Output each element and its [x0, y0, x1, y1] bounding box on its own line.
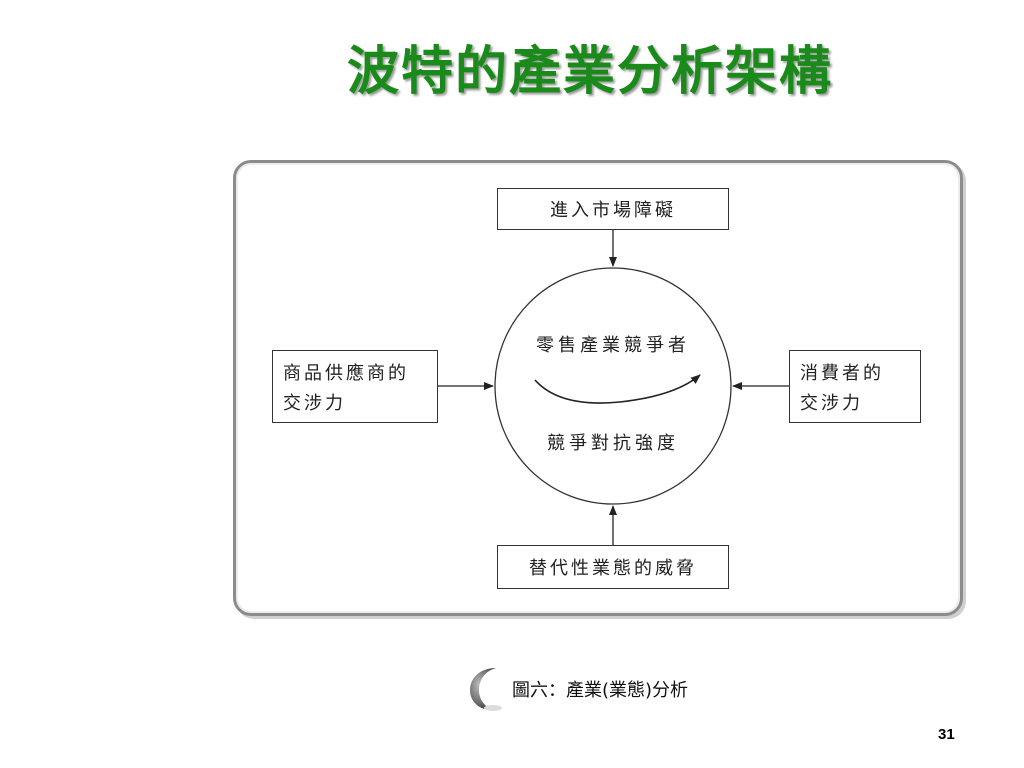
entry-barriers-box: 進入市場障礙 [497, 188, 729, 230]
page-number: 31 [938, 726, 955, 743]
caption-text: 圖六：產業(業態)分析 [512, 680, 689, 701]
supplier-power-line1: 商品供應商的 [283, 363, 409, 384]
center-circle [494, 267, 732, 505]
supplier-power-line2: 交涉力 [283, 393, 346, 414]
buyer-power-box: 消費者的 交涉力 [789, 350, 921, 423]
supplier-power-box: 商品供應商的 交涉力 [272, 350, 438, 423]
buyer-power-line2: 交涉力 [800, 393, 863, 414]
figure-caption: 圖六：產業(業態)分析 [466, 664, 688, 714]
crescent-moon-icon [466, 664, 510, 714]
buyer-power-line1: 消費者的 [800, 363, 884, 384]
circle-lower-text: 競爭對抗強度 [547, 433, 679, 454]
substitute-threat-box: 替代性業態的威脅 [497, 545, 729, 589]
slide-title: 波特的產業分析架構 [346, 42, 833, 102]
circle-upper-text: 零售產業競爭者 [536, 335, 690, 356]
curved-arrow-icon [534, 374, 701, 404]
